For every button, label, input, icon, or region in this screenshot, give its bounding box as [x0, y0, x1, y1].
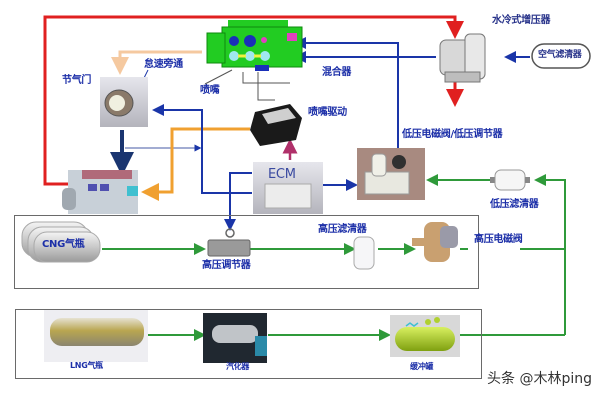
- buffer-tank-icon: [390, 315, 460, 357]
- hp-valve-label: 高压电磁阀: [474, 234, 523, 245]
- ecm-icon: [253, 162, 323, 214]
- vaporizer-icon: [203, 313, 267, 363]
- lng-section-box: [15, 309, 482, 379]
- buffer-tank-label: 缓冲罐: [410, 362, 434, 371]
- hp-filter-icon: [353, 236, 375, 270]
- bypass-line: [111, 50, 202, 75]
- engine-icon: [62, 170, 138, 214]
- lng-bottle-icon: [44, 310, 148, 362]
- lp-filter-icon: [490, 169, 530, 191]
- lng-bottle-label: LNG气瓶: [70, 361, 103, 370]
- air-filter-label: 空气滤清器: [538, 50, 582, 60]
- lp-valve-label: 低压电磁阀/低压调节器: [402, 129, 503, 140]
- mixer-icon: [206, 20, 303, 71]
- turbocharger-icon: [439, 33, 486, 83]
- intake-lines: [294, 37, 530, 148]
- cng-bottle-icon: [21, 221, 101, 263]
- watermark: 头条 @木林ping: [487, 371, 592, 387]
- gas-lines: [102, 174, 566, 341]
- cng-section-box: [14, 215, 479, 289]
- hp-regulator-icon: [207, 228, 251, 257]
- vaporizer-label: 汽化器: [226, 362, 250, 371]
- ecm-label: ECM: [268, 167, 296, 182]
- ecm-throttle-line: [152, 104, 252, 194]
- throttle-icon: [100, 77, 148, 127]
- cng-bottle-label: CNG气瓶: [42, 239, 85, 250]
- turbo-label: 水冷式增压器: [492, 15, 551, 26]
- bypass-label: 怠速旁通: [144, 59, 183, 70]
- lp-filter-label: 低压滤清器: [490, 199, 539, 210]
- hp-filter-label: 高压滤清器: [318, 224, 367, 235]
- exhaust-line: [43, 15, 464, 186]
- air-filter-icon: [531, 43, 591, 69]
- nozzle-label: 喷嘴: [200, 85, 220, 96]
- hp-regulator-label: 高压调节器: [202, 260, 251, 271]
- nozzle-driver-icon: [250, 104, 302, 146]
- hp-valve-icon: [412, 222, 458, 262]
- coolant-line: [141, 127, 250, 201]
- throttle-label: 节气门: [62, 75, 92, 86]
- mixer-label: 混合器: [322, 67, 352, 78]
- ecm-hpreg-line: [224, 172, 252, 231]
- lp-valve-icon: [357, 148, 425, 200]
- nozzle-driver-label: 喷嘴驱动: [308, 107, 347, 118]
